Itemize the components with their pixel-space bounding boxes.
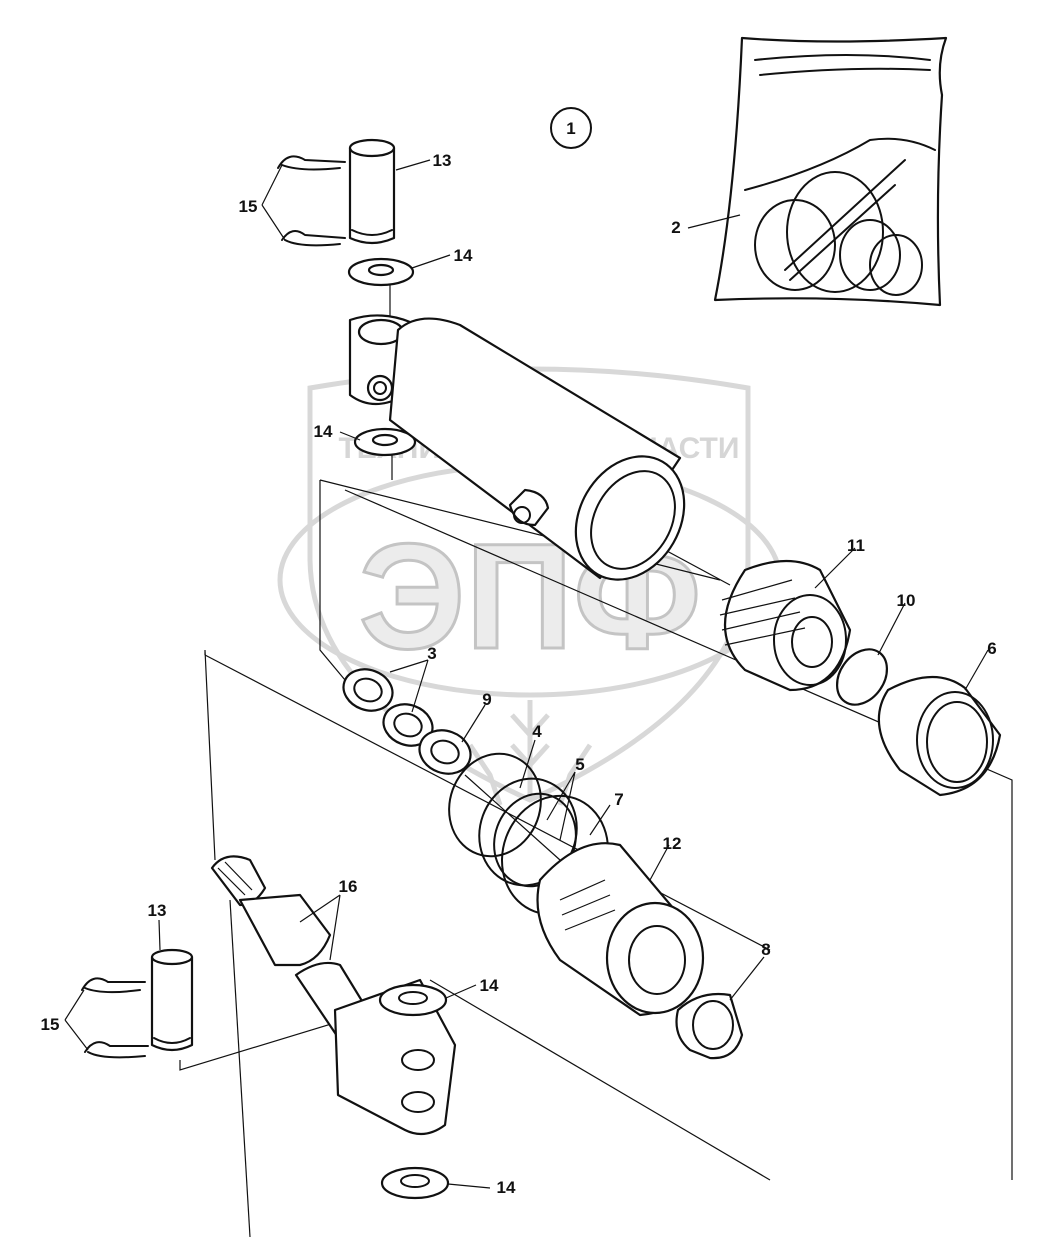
callout-14-a: 14 [454, 246, 473, 265]
callout-8: 8 [761, 940, 770, 959]
assembly-guide-lines [179, 479, 1013, 1237]
callout-14-c: 14 [480, 976, 499, 995]
callout-2: 2 [671, 218, 680, 237]
callout-14-d: 14 [497, 1178, 516, 1197]
callout-14-b: 14 [314, 422, 333, 441]
callout-10: 10 [897, 591, 916, 610]
callout-5: 5 [575, 755, 584, 774]
bottom-pin-assembly [81, 948, 194, 1059]
callout-13-bottom: 13 [148, 901, 167, 920]
callouts: 1 2 3 4 5 6 7 8 9 10 11 12 13 13 14 14 1… [41, 107, 997, 1197]
callout-7: 7 [614, 790, 623, 809]
cylinder-barrel [348, 314, 686, 581]
seal-rings [342, 668, 472, 775]
callout-15-top: 15 [239, 197, 258, 216]
gland-assembly [719, 560, 1002, 797]
seal-kit-bag [713, 36, 948, 307]
piston-assembly [448, 752, 744, 1060]
piston-rod [210, 855, 457, 1200]
wheat-emblem-icon [467, 700, 593, 806]
callout-11: 11 [847, 536, 865, 555]
callout-13-top: 13 [433, 151, 452, 170]
callout-4: 4 [532, 722, 542, 741]
leader-lines [64, 159, 989, 1189]
callout-3: 3 [427, 644, 436, 663]
callout-16: 16 [339, 877, 358, 896]
callout-15-bottom: 15 [41, 1015, 60, 1034]
top-pin-assembly [277, 138, 417, 480]
callout-12: 12 [663, 834, 682, 853]
callout-9: 9 [482, 690, 491, 709]
callout-1-circle [550, 107, 592, 149]
callout-1: 1 [566, 119, 575, 138]
callout-6: 6 [987, 639, 996, 658]
